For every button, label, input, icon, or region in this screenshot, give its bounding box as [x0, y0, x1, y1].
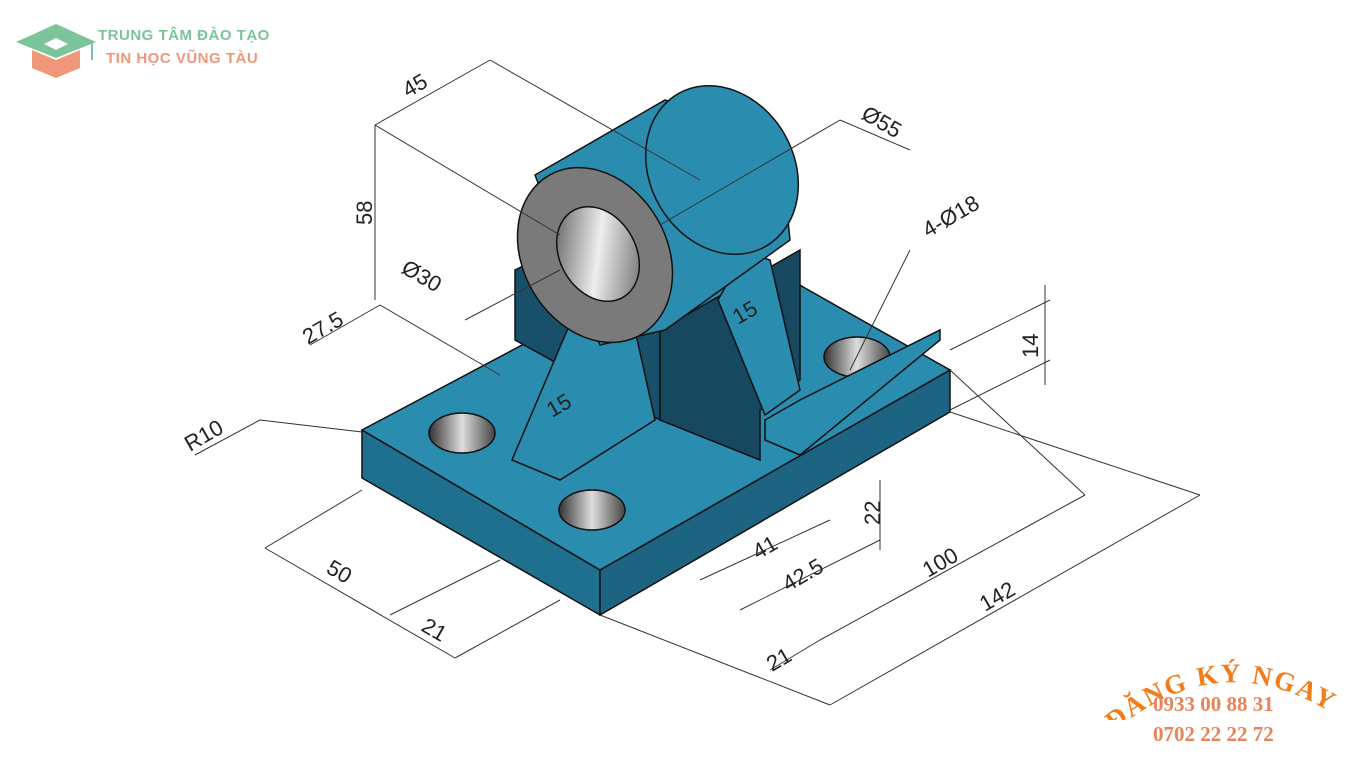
dim-21-right: 21	[762, 642, 796, 676]
dim-4xdia18: 4-Ø18	[918, 190, 983, 242]
dim-27-5: 27.5	[298, 306, 348, 349]
dim-22: 22	[860, 501, 885, 525]
dim-142: 142	[975, 576, 1019, 616]
phone-2: 0702 22 22 72	[1153, 722, 1274, 746]
register-title-arc: ĐĂNG KÝ NGAY	[1099, 658, 1340, 720]
dim-dia55: Ø55	[858, 101, 907, 143]
dim-14: 14	[1018, 334, 1043, 358]
dimension-lines	[194, 59, 1201, 706]
dim-42-5: 42.5	[778, 553, 828, 596]
cylinder-boss	[516, 84, 800, 346]
logo-line2: TIN HỌC VŨNG TÀU	[106, 50, 259, 67]
register-banner[interactable]: ĐĂNG KÝ NGAY 0933 00 88 31 0702 22 22 72	[1095, 640, 1360, 760]
phone-1: 0933 00 88 31	[1153, 692, 1274, 716]
logo: TRUNG TÂM ĐÀO TẠO TIN HỌC VŨNG TÀU	[14, 22, 304, 82]
logo-line1: TRUNG TÂM ĐÀO TẠO	[98, 27, 270, 44]
dim-100: 100	[918, 542, 962, 582]
dim-50: 50	[323, 555, 357, 589]
dim-41: 41	[748, 530, 782, 564]
dim-21-left: 21	[418, 613, 452, 647]
graduation-cap-icon	[16, 24, 96, 78]
dim-dia30: Ø30	[398, 255, 447, 297]
dim-58: 58	[352, 201, 377, 225]
dim-45: 45	[398, 68, 432, 102]
ribs	[511, 251, 801, 481]
